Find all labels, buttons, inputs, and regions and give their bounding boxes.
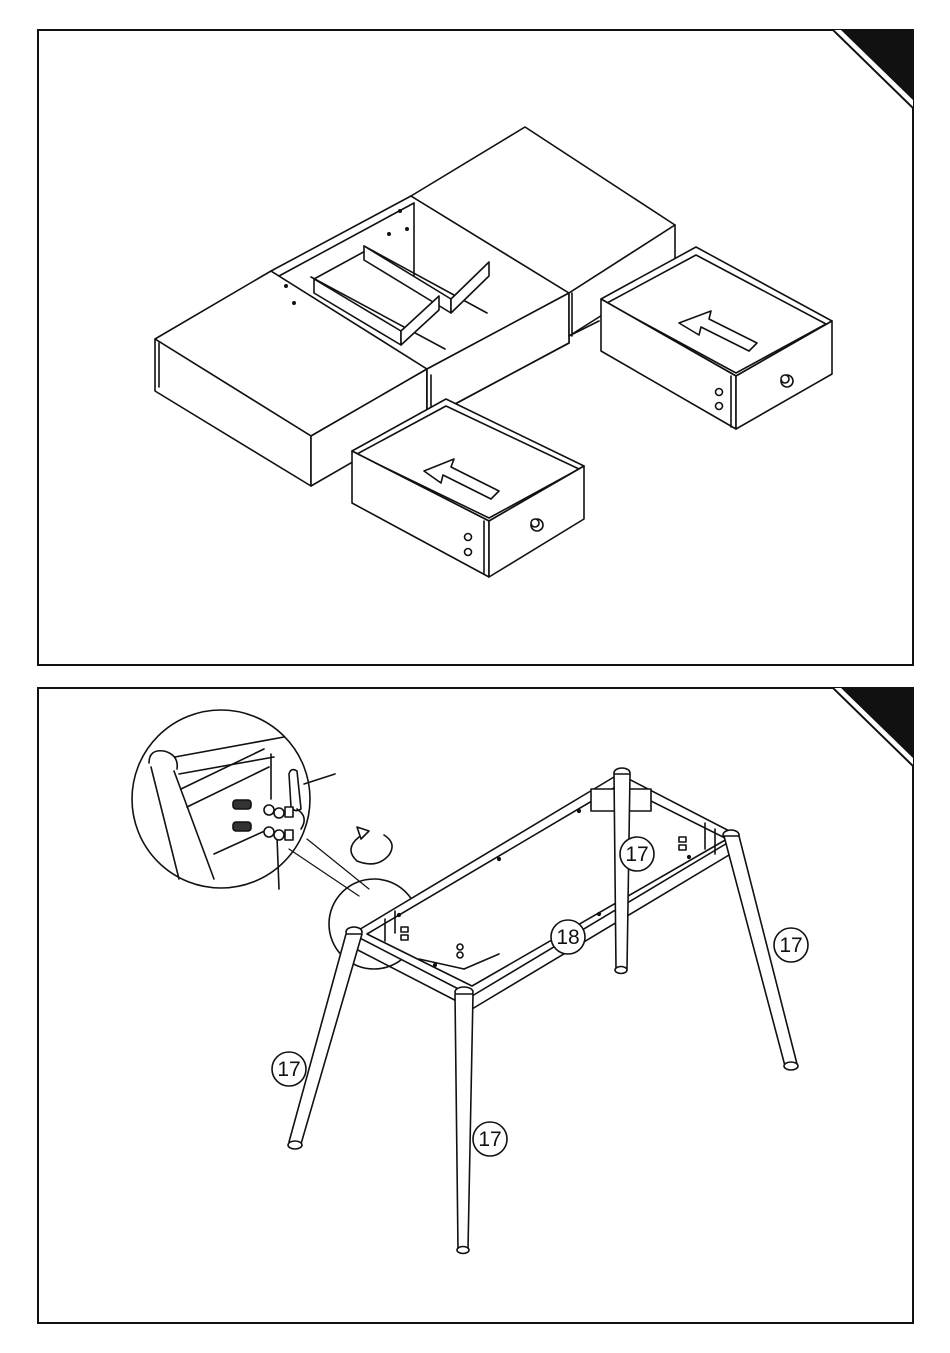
drawer-knob-icon — [531, 519, 543, 531]
leg-front-right — [455, 987, 473, 1254]
leg-back-left — [614, 768, 630, 974]
step-corner-tab — [832, 29, 914, 109]
part-callout-leg-front-right: 17 — [473, 1122, 507, 1156]
part-number-label: 17 — [779, 934, 802, 957]
table-frame — [352, 774, 739, 1009]
detail-zoom-circle — [132, 710, 335, 889]
part-number-label: 17 — [478, 1128, 501, 1151]
part-callout-leg-back-right: 17 — [774, 928, 808, 962]
part-callout-frame: 18 — [551, 920, 585, 954]
step-panel-bottom: 17 18 17 17 17 — [37, 687, 914, 1324]
drawer-insert-illustration — [39, 31, 912, 664]
step-corner-tab — [832, 687, 914, 767]
rotate-arrow-icon — [351, 827, 392, 864]
part-callout-leg-back-left: 17 — [620, 837, 654, 871]
part-callout-leg-front-left: 17 — [272, 1052, 306, 1086]
part-number-label: 18 — [556, 926, 579, 949]
part-number-label: 17 — [625, 843, 648, 866]
part-number-label: 17 — [277, 1058, 300, 1081]
leg-assembly-illustration: 17 18 17 17 17 — [39, 689, 912, 1322]
step-panel-top — [37, 29, 914, 666]
drawer-knob-icon — [781, 375, 793, 387]
leg-front-left — [288, 927, 362, 1149]
